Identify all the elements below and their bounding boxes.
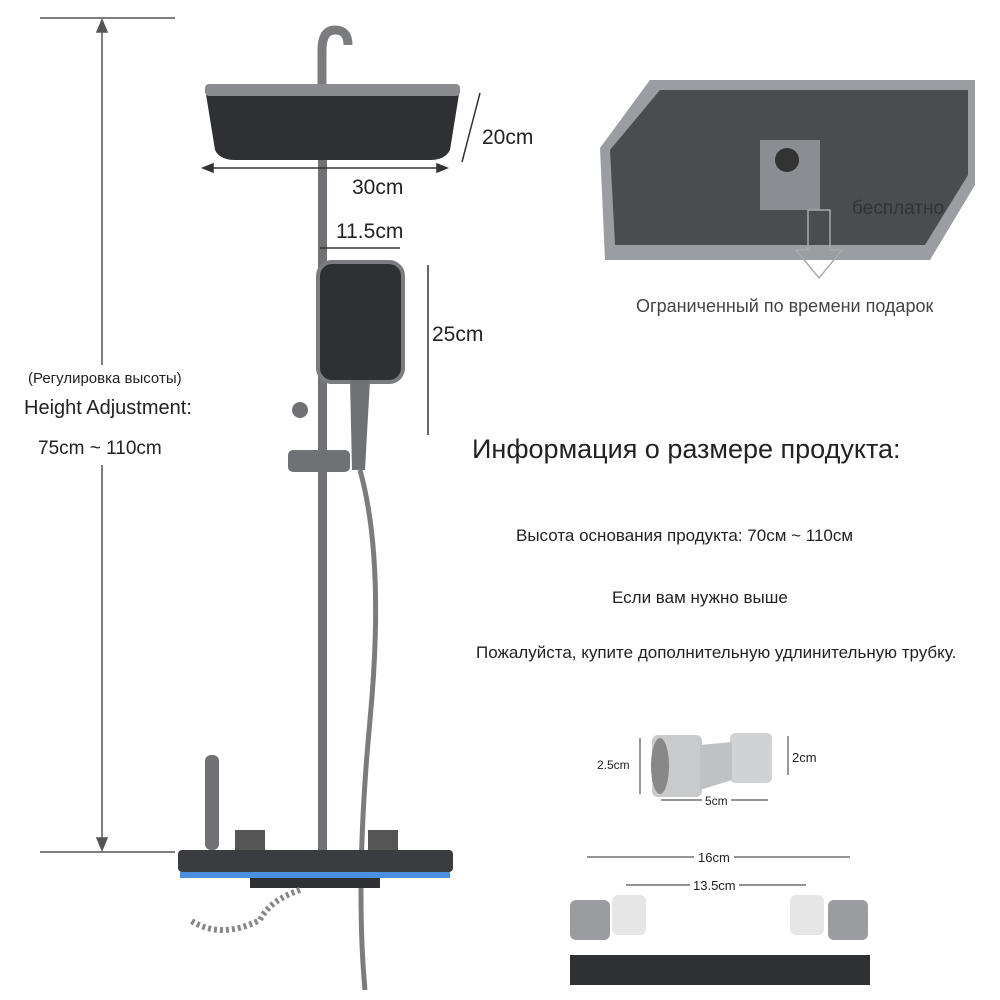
rain-shower-head [205, 84, 460, 160]
top-elbow [317, 25, 353, 95]
head-width-label: 30cm [352, 176, 404, 199]
thermostatic-shelf [178, 755, 453, 933]
gift-arrow [794, 209, 844, 280]
info-line-1: Высота основания продукта: 70см ~ 110см [516, 526, 854, 545]
adapter-fitting [651, 733, 772, 797]
head-width-arrow [200, 92, 481, 174]
mounting-diagram [570, 895, 870, 985]
info-line-3: Пожалуйста, купите дополнительную удлини… [476, 643, 957, 662]
height-dimension-arrow [40, 17, 175, 853]
info-line-2: Если вам нужно выше [612, 588, 788, 607]
inner-span: 13.5cm [690, 878, 739, 893]
info-title: Информация о размере продукта: [472, 434, 901, 464]
gift-shelf-tray [600, 80, 975, 260]
gift-free-label: бесплатно [852, 198, 945, 219]
height-label: Height Adjustment: [24, 397, 192, 419]
height-note-ru: (Регулировка высоты) [28, 370, 182, 387]
height-range: 75cm ~ 110cm [38, 438, 162, 459]
handheld-arrows [320, 247, 429, 435]
shower-hose [357, 469, 379, 991]
handheld-shower [288, 260, 405, 472]
adapter-left-diameter: 2.5cm [597, 758, 630, 772]
handheld-width-label: 11.5cm [336, 220, 404, 243]
outer-span: 16cm [694, 850, 734, 865]
adapter-length: 5cm [702, 794, 731, 808]
riser-pipe [318, 90, 327, 860]
head-depth-label: 20cm [482, 126, 534, 149]
handheld-height-label: 25cm [432, 323, 484, 346]
adapter-right-diameter: 2cm [792, 750, 817, 765]
gift-caption: Ограниченный по времени подарок [636, 296, 934, 316]
